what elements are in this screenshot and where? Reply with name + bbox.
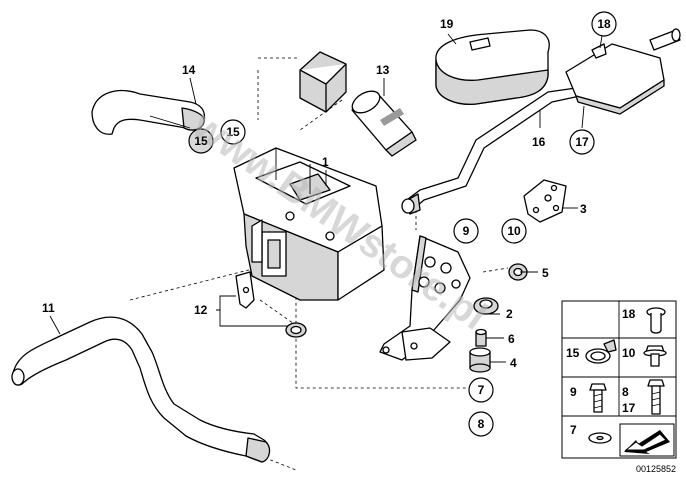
- hose-14: [91, 90, 206, 135]
- legend-7-label: 7: [570, 423, 577, 437]
- callout-19: 19: [440, 17, 454, 31]
- callout-5: 5: [542, 266, 549, 280]
- watermark: www.BMWstore.pl: [184, 103, 495, 339]
- callout-7: 7: [478, 383, 485, 397]
- bracket-3: [523, 179, 567, 223]
- washer-icon: [588, 432, 612, 444]
- legend-10-label: 10: [622, 346, 636, 360]
- legend-9-label: 9: [570, 385, 577, 399]
- arrow-icon: [619, 423, 675, 457]
- callout-14: 14: [182, 63, 196, 77]
- spacer-6: [475, 328, 487, 347]
- callout-12: 12: [194, 303, 208, 317]
- hose-11: [11, 316, 271, 463]
- exhaust-pipe-16: [401, 28, 681, 215]
- callout-17-circle: [569, 129, 595, 155]
- image-id: 00125852: [636, 464, 676, 474]
- hex-bolt-icon: [589, 383, 607, 413]
- callout-15a-circle: [220, 119, 246, 145]
- legend-18-label: 18: [622, 307, 636, 321]
- callout-17: 17: [575, 135, 589, 149]
- callout-3: 3: [580, 202, 587, 216]
- hose-clamp-icon: [585, 339, 617, 364]
- legend-15-label: 15: [566, 346, 580, 360]
- hex-bolt-collar-icon: [643, 345, 667, 367]
- long-bolt-icon: [647, 379, 665, 415]
- cap-screw-icon: [646, 307, 666, 334]
- buffer-4: [469, 347, 491, 373]
- callout-8-circle: [468, 411, 494, 437]
- callout-9: 9: [463, 224, 470, 238]
- callout-15b-circle: [188, 128, 214, 154]
- heater-unit-1: [233, 147, 385, 301]
- callout-11: 11: [42, 301, 55, 315]
- callout-7-circle: [468, 377, 494, 403]
- callout-15b: 15: [194, 134, 208, 148]
- legend-17-label: 17: [622, 401, 636, 415]
- callout-10-circle: [501, 218, 527, 244]
- callouts: 1 2 3 4 5 6 7 8 9 10 11 12 13 14 15 15 1…: [42, 11, 617, 437]
- callout-1: 1: [322, 155, 329, 169]
- callout-leaders: [49, 33, 603, 363]
- callout-15a: 15: [226, 125, 240, 139]
- callout-6: 6: [508, 332, 515, 346]
- callout-4: 4: [510, 356, 517, 370]
- muffler-19: [435, 29, 550, 105]
- callout-18-circle: [591, 11, 617, 37]
- filter-13: [299, 51, 417, 157]
- callout-16: 16: [532, 135, 546, 149]
- callout-13: 13: [376, 63, 390, 77]
- clip-12: [235, 271, 307, 338]
- callout-18: 18: [597, 17, 611, 31]
- small-parts-legend: 18 15 10 9 8 17: [561, 300, 677, 459]
- legend-8-label: 8: [622, 385, 629, 399]
- callout-9-circle: [453, 218, 479, 244]
- rubber-mount-2: [473, 297, 499, 315]
- callout-8: 8: [478, 417, 485, 431]
- callout-10: 10: [507, 224, 521, 238]
- bracket-2: [379, 235, 471, 361]
- callout-2: 2: [506, 307, 513, 321]
